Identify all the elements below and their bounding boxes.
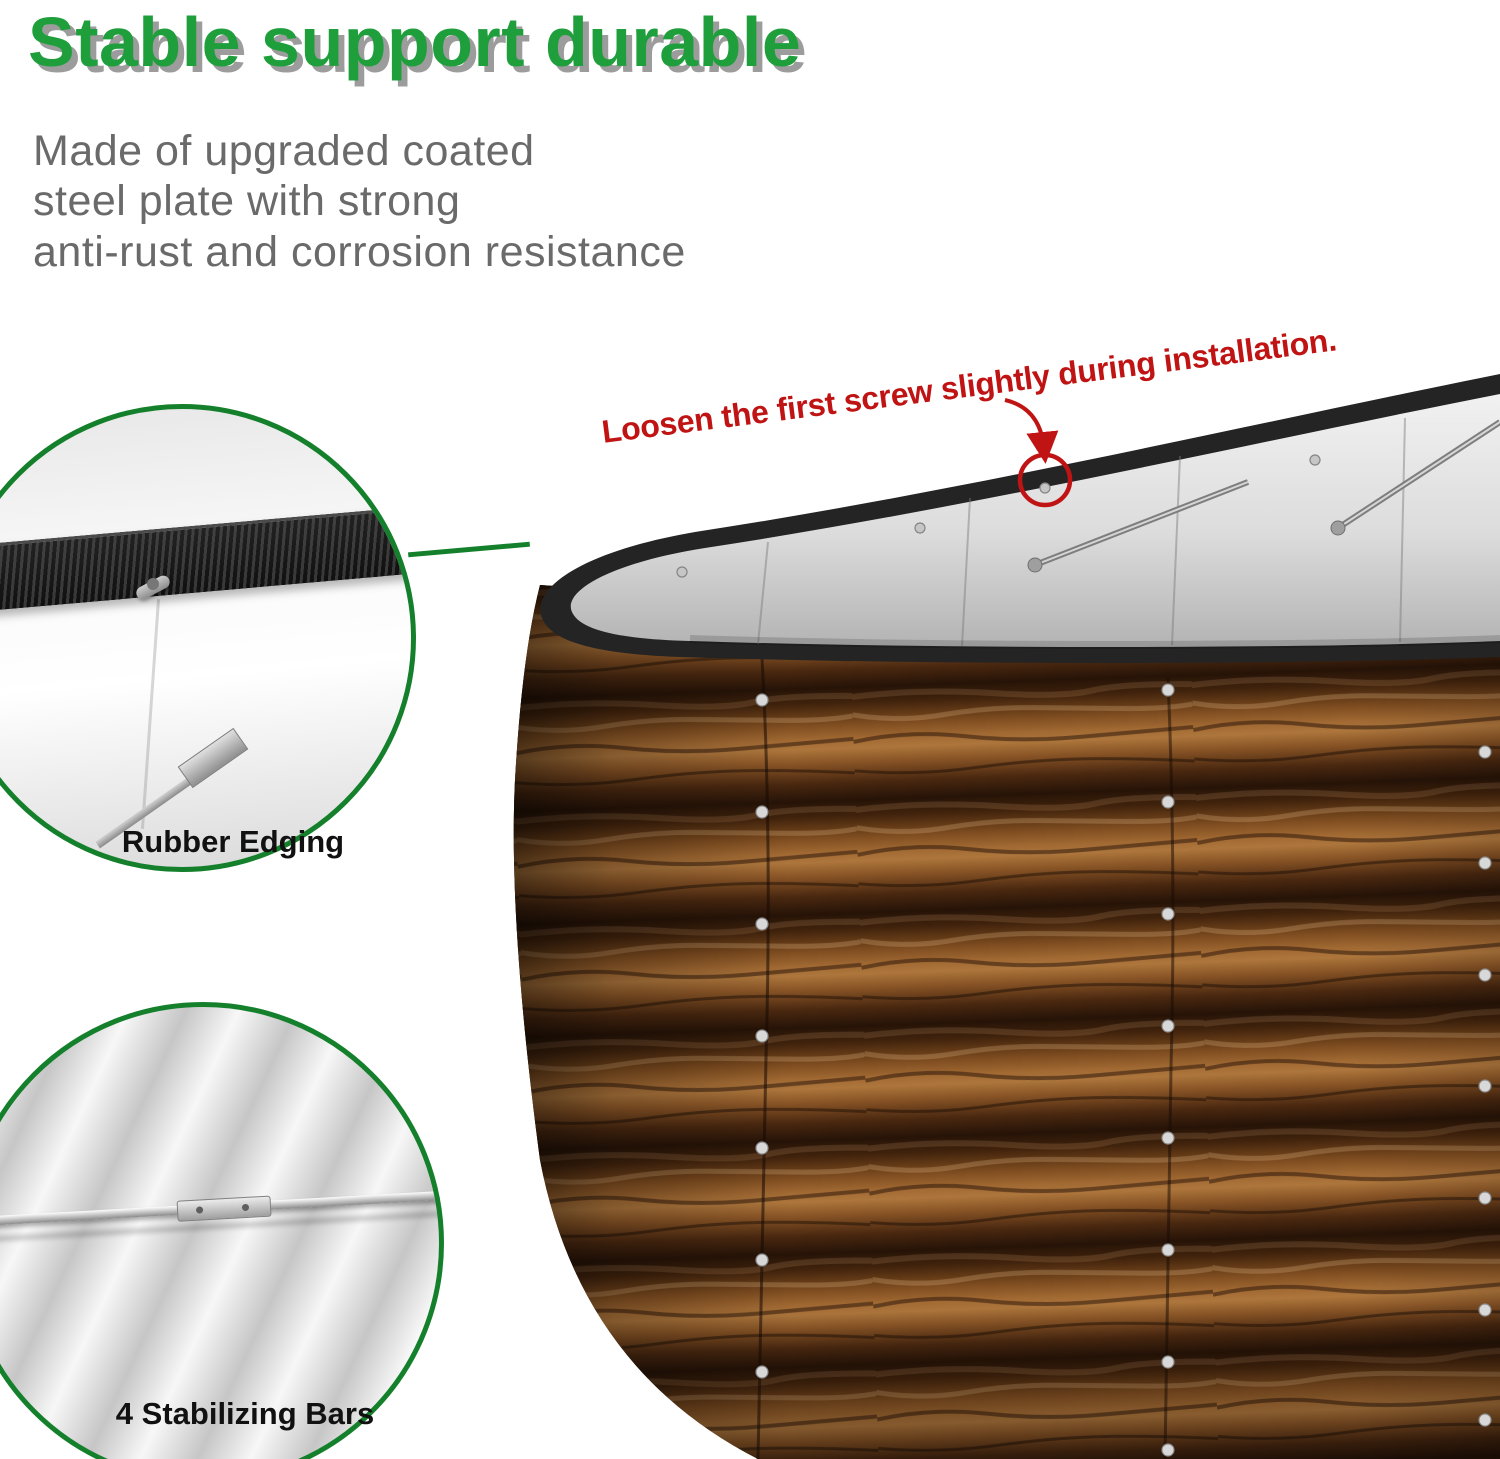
interior-screws: [676, 454, 1321, 578]
product-image: [513, 374, 1500, 1459]
rubber-edging-strip: [0, 498, 411, 619]
rod-connector: [176, 1195, 272, 1222]
panel-seam: [140, 599, 161, 829]
rivet-column: [755, 683, 1492, 1457]
interior-seams: [757, 417, 1406, 647]
callout-label-rubber-edging: Rubber Edging: [121, 824, 345, 859]
description-line: steel plate with strong: [33, 177, 461, 226]
bar-bracket: [177, 727, 249, 789]
annotation-circle: [1017, 452, 1073, 508]
bolt-icon: [241, 1203, 250, 1212]
description-line: anti-rust and corrosion resistance: [33, 227, 686, 276]
planter-rim: [540, 374, 1500, 664]
planter-interior: [570, 394, 1500, 648]
screw-icon: [147, 578, 159, 590]
description: Made of upgraded coated steel plate with…: [33, 126, 686, 277]
annotation-marker: [1004, 398, 1073, 508]
callout-circle-rubber-edging: [0, 404, 416, 872]
stabilizing-bars: [1027, 419, 1500, 573]
description-line: Made of upgraded coated: [33, 127, 535, 175]
bolt-icon: [195, 1206, 204, 1214]
headline: Stable support durable: [28, 3, 802, 81]
callout-circle-stabilizing-bars: [0, 1002, 444, 1459]
planter-body: [513, 585, 1500, 1459]
callout-label-stabilizing-bars: 4 Stabilizing Bars: [115, 1396, 375, 1431]
annotation-arrow: [1004, 398, 1059, 464]
